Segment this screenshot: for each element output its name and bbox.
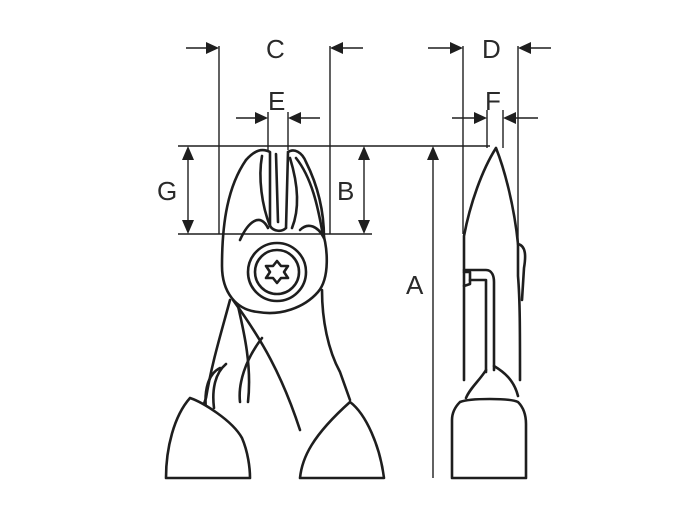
label-b: B <box>337 176 354 206</box>
plier-side-view <box>450 146 528 480</box>
pivot-inner-ring <box>253 248 301 296</box>
dimension-c: C <box>186 34 363 64</box>
label-c: C <box>266 34 285 64</box>
right-handle <box>231 288 352 432</box>
dimension-a: A <box>406 146 439 478</box>
right-grip <box>298 400 386 480</box>
plier-front-view <box>164 148 386 480</box>
label-f: F <box>485 86 501 116</box>
dimension-g: G <box>157 146 194 234</box>
label-e: E <box>268 86 285 116</box>
label-a: A <box>406 270 424 300</box>
left-jaw <box>238 148 272 242</box>
label-g: G <box>157 176 177 206</box>
dimension-d: D <box>428 34 551 64</box>
label-d: D <box>482 34 501 64</box>
dimension-f: F <box>452 86 538 124</box>
left-handle <box>199 298 251 414</box>
side-blade <box>462 146 522 382</box>
torx-screw-icon <box>264 259 290 285</box>
left-grip <box>164 396 252 480</box>
pivot-outer-ring <box>246 241 308 303</box>
plier-head <box>220 156 329 315</box>
side-grip <box>450 397 528 480</box>
dimension-b: B <box>337 146 370 234</box>
right-jaw <box>284 149 326 240</box>
dimension-e: E <box>236 86 320 124</box>
extension-lines <box>178 46 519 245</box>
